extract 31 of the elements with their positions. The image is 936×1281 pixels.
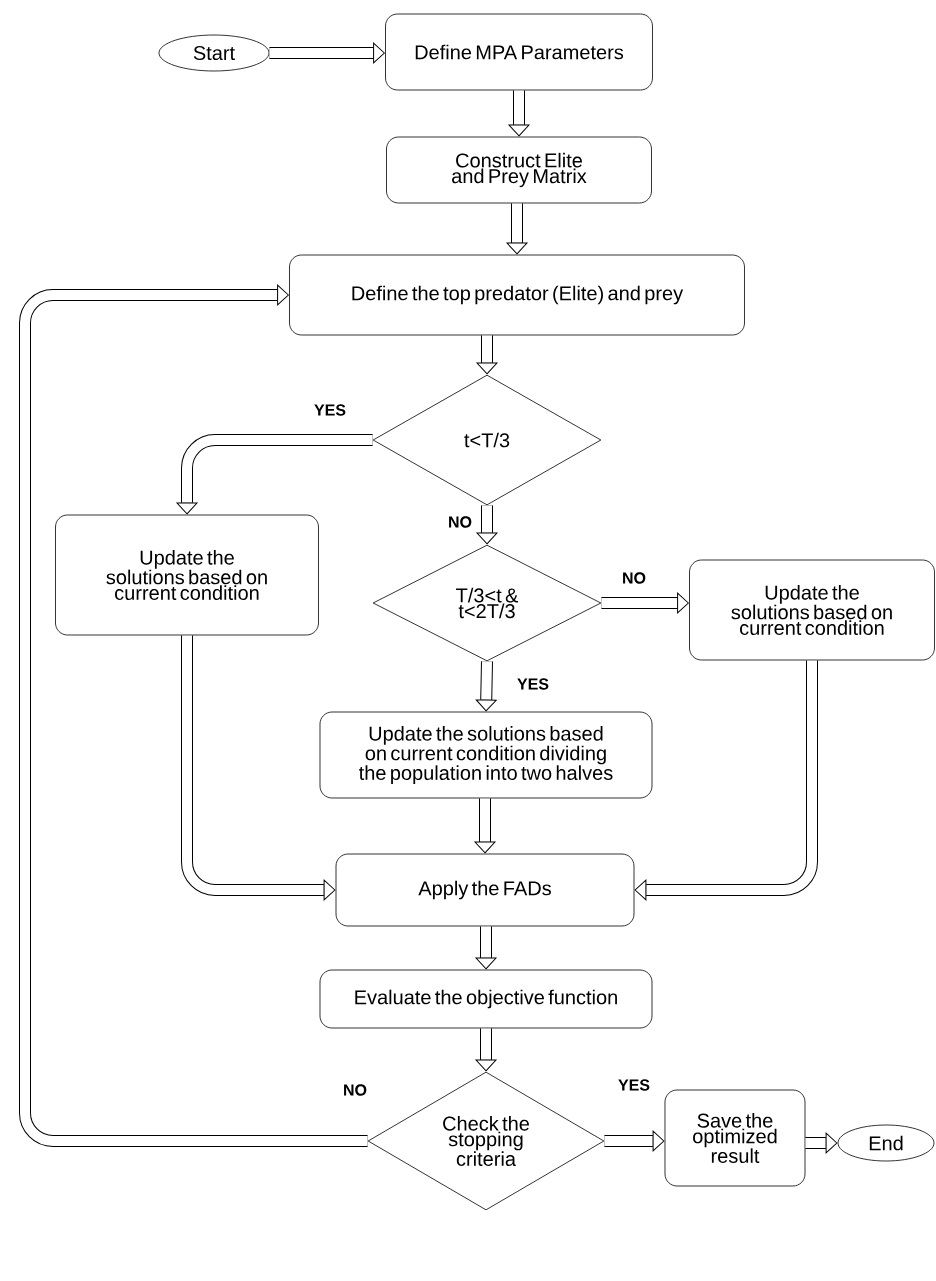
hollow-arrow	[475, 1028, 497, 1072]
hollow-arrow	[176, 434, 373, 515]
edge-label: NO	[447, 515, 473, 529]
edge-label: YES	[617, 1078, 651, 1092]
hollow-arrow	[506, 203, 528, 255]
process-box: Save the optimized result	[664, 1089, 806, 1187]
process-box: Update the solutions based on current condition	[689, 559, 935, 661]
hollow-arrow	[805, 1132, 838, 1154]
process-box: Update the solutions based on current condition	[55, 514, 319, 636]
process-box: Define the top predator (Elite) and prey	[289, 254, 745, 336]
process-box: Construct Elite and Prey Matrix	[386, 136, 652, 204]
process-box: Update the solutions based on current condition dividing the population into two halves	[319, 711, 653, 799]
hollow-arrow	[269, 42, 385, 64]
process-box: Apply the FADs	[335, 853, 635, 927]
hollow-arrow	[475, 926, 497, 970]
hollow-arrow	[474, 798, 496, 854]
hollow-arrow	[476, 505, 498, 545]
hollow-arrow	[19, 284, 368, 1147]
process-box: Evaluate the objective function	[319, 969, 653, 1029]
edge-label: YES	[313, 403, 347, 417]
process-box: Define MPA Parameters	[385, 13, 653, 91]
hollow-arrow	[601, 592, 689, 614]
hollow-arrow	[508, 90, 530, 137]
hollow-arrow	[181, 635, 336, 901]
edge-label: NO	[621, 571, 647, 585]
hollow-arrow	[476, 335, 498, 375]
hollow-arrow	[475, 661, 497, 712]
edge-label: NO	[342, 1083, 368, 1097]
edge-label: YES	[516, 677, 550, 691]
hollow-arrow	[604, 1130, 665, 1152]
hollow-arrow	[634, 660, 818, 901]
